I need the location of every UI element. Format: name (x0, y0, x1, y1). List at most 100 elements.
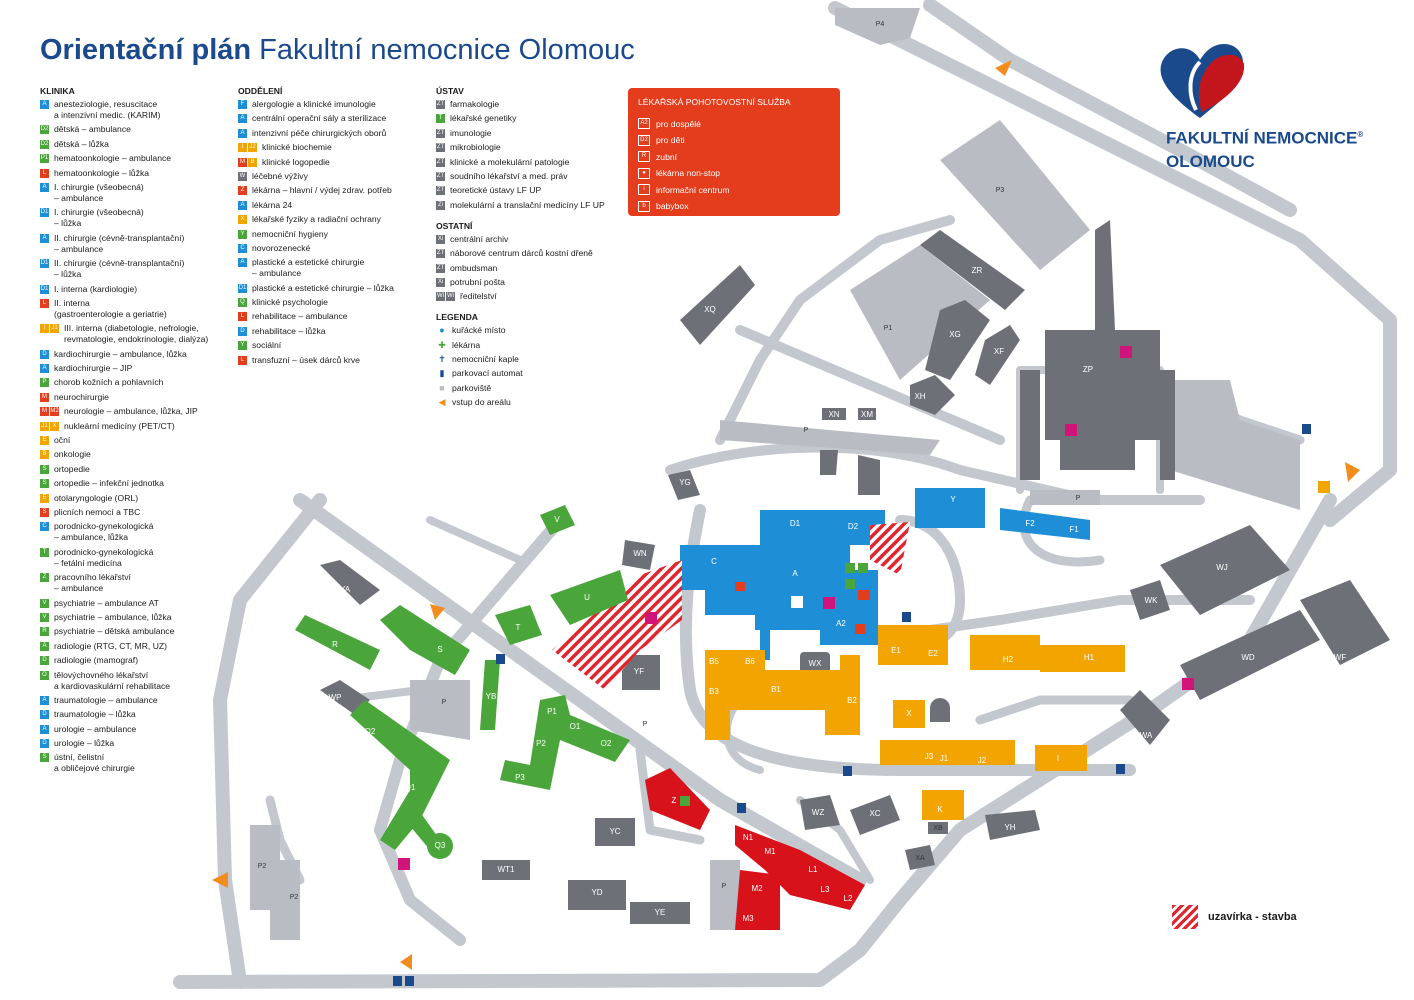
emergency-code-badge: D2 (638, 134, 650, 146)
label-e2: E2 (928, 649, 938, 658)
building-code-badge: V (40, 598, 49, 608)
label-wp: WP (329, 693, 342, 702)
building-q (350, 700, 450, 850)
building-code-badge: M2 (50, 407, 59, 417)
label-p4: P4 (876, 21, 885, 28)
emergency-code-badge: ● (638, 167, 650, 179)
building-code-badge: E (40, 436, 49, 446)
label-p-road: P (643, 721, 648, 728)
oddeleni-label: rehabilitace – ambulance (252, 311, 348, 322)
label-p-south: P (442, 699, 447, 706)
label-xf: XF (994, 347, 1004, 356)
parking-meter-icon: ▮ (439, 368, 445, 379)
building-code-badge: M (40, 407, 49, 417)
chapel-icon: ✝ (438, 354, 446, 365)
label-p1: P1 (884, 325, 893, 332)
logo-heart-icon (1160, 44, 1245, 118)
oddeleni-label: lékařské fyziky a radiační ochrany (252, 214, 381, 225)
label-yg: YG (679, 478, 691, 487)
building-xg (925, 300, 990, 380)
oddeleni-label: intenzivní péče chirurgických oborů (252, 127, 387, 138)
emergency-label: informační centrum (656, 184, 730, 195)
klinika-label: I. chirurgie (všeobecná) – ambulance (54, 181, 144, 203)
building-wt1 (482, 860, 530, 880)
label-p1-green: P1 (547, 707, 557, 716)
legend-item: ■parkoviště (436, 383, 626, 394)
oddeleni-label: sociální (252, 340, 282, 351)
label-wf: WF (1334, 653, 1347, 662)
label-xn: XN (828, 410, 839, 419)
klinika-label: nukleární medicíny (PET/CT) (64, 420, 175, 431)
building-wd (1180, 610, 1320, 700)
building-xc (850, 795, 900, 835)
smoking-icon: ● (439, 325, 445, 336)
label-d2: D2 (848, 522, 859, 531)
building-ye (630, 902, 690, 924)
entrance-arrow-icon (430, 604, 445, 620)
emergency-code-badge: i (638, 184, 650, 195)
label-xb: XB (933, 825, 943, 832)
klinika-label: II. chirurgie (cévně-transplantační) – l… (54, 258, 185, 280)
ostatni-label: ředitelství (460, 291, 497, 302)
emergency-code-badge: R (638, 151, 650, 162)
ostatni-label: náborové centrum dárců kostní dřeně (450, 248, 593, 259)
building-c (680, 545, 758, 590)
building-code-badge: C (40, 522, 49, 532)
building-t (495, 605, 542, 645)
legend-item: ●kuřácké místo (436, 325, 626, 336)
building-code-badge: A (238, 128, 247, 138)
label-p-north: P (804, 427, 809, 434)
oddeleni-label: nemocniční hygieny (252, 228, 328, 239)
parking-lots (250, 8, 1300, 940)
label-r: R (332, 640, 338, 649)
closure-legend: uzavírka - stavba (1172, 905, 1297, 929)
building-code-badge: B (248, 157, 257, 167)
label-yf: YF (634, 667, 644, 676)
building-code-badge: T (40, 547, 49, 557)
klinika-label: traumatologie – ambulance (54, 694, 158, 705)
restroom-icon (1120, 346, 1132, 358)
label-wa: WA (1140, 731, 1153, 740)
building-code-badge: B (40, 450, 49, 460)
smoking-icon (845, 563, 855, 573)
klinika-label: psychiatrie – dětská ambulance (54, 626, 175, 637)
klinika-label: pracovního lékařství – ambulance (54, 572, 131, 594)
label-wx: WX (809, 659, 823, 668)
pharmacy-icon: ✚ (438, 339, 446, 350)
ring-road-icon (930, 698, 950, 722)
label-yb: YB (486, 692, 497, 701)
legend-label: nemocniční kaple (452, 354, 519, 365)
parking-meter-icon (737, 803, 746, 813)
parking-p-south (410, 680, 470, 740)
label-xg: XG (949, 330, 961, 339)
oddeleni-label: novorozenecké (252, 242, 311, 253)
emergency-label: pro děti (656, 135, 685, 145)
building-code-badge: ZT (436, 157, 445, 167)
building-q3-link (405, 812, 440, 850)
building-code-badge: O (40, 670, 49, 680)
label-l2: L2 (844, 894, 853, 903)
building-code-badge: Wi (446, 292, 455, 302)
label-q3: Q3 (435, 841, 446, 850)
building-dark-upper (858, 455, 880, 495)
building-labels: D1 D2 C A A2 Y F2 F1 V U T R S Q2 Q1 Q3 … (258, 21, 1347, 923)
building-code-badge: D2 (40, 125, 49, 135)
klinika-label: psychiatrie – ambulance AT (54, 597, 159, 608)
green-buildings (295, 505, 630, 859)
